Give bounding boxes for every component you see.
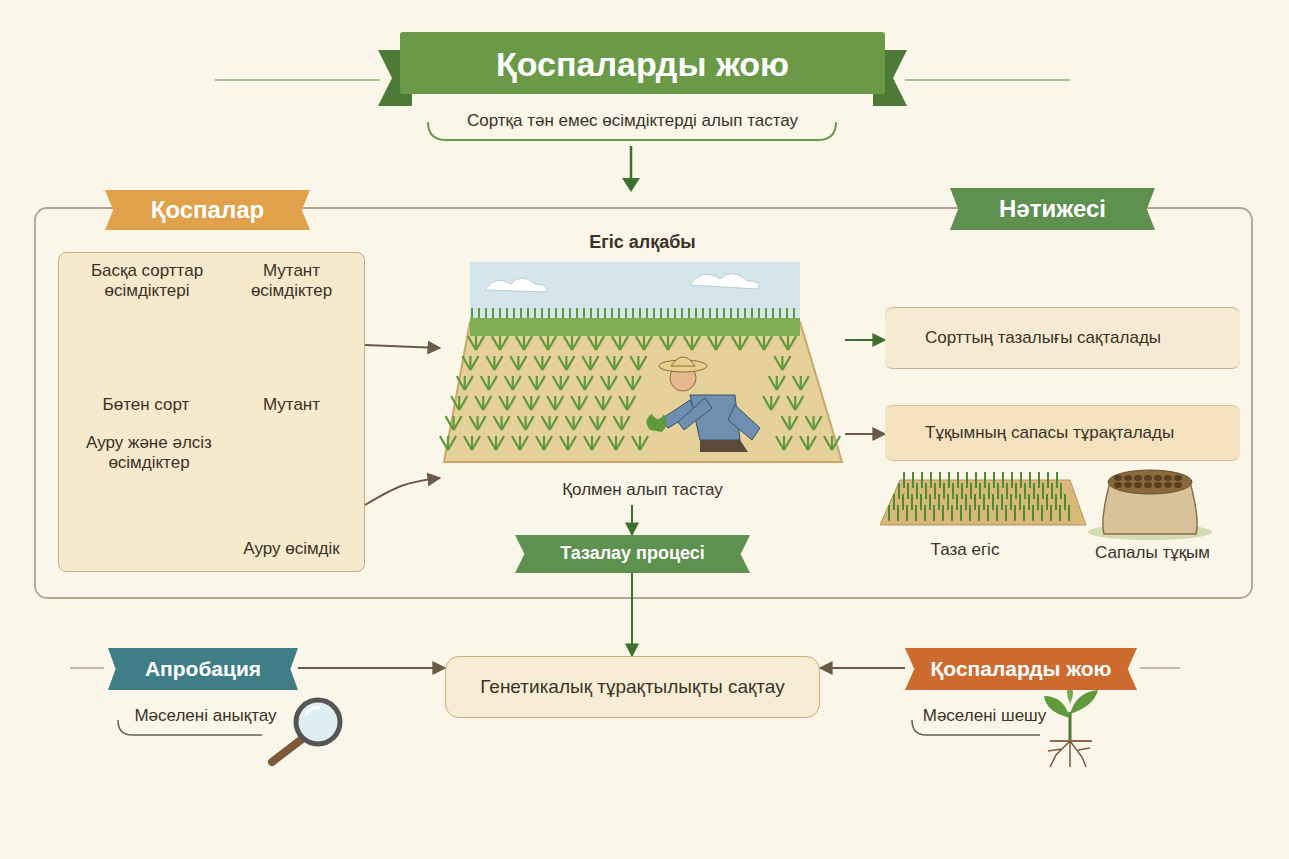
node-label: Апробация — [145, 656, 261, 681]
node-label: Тұқымның сапасы тұрақталады — [925, 423, 1174, 443]
caption-label: Мәселені анықтау — [118, 706, 293, 726]
approbation-banner: Апробация — [108, 648, 298, 690]
node-caption: Егіс алқабы — [440, 232, 845, 254]
node-caption: Басқа сорттар өсімдіктері — [77, 261, 217, 302]
arrow-head — [622, 178, 640, 192]
subtitle-box: Сортқа тән емес өсімдіктерді алып тастау — [430, 104, 835, 138]
crop-row-back — [470, 318, 800, 336]
process-banner: Тазалау процесі — [515, 535, 750, 573]
flow-arrow — [820, 667, 905, 669]
outer-panel — [35, 208, 1252, 598]
clean-crop-rows — [889, 472, 1069, 521]
clean-field — [880, 480, 1086, 525]
node-label: Нәтижесі — [999, 195, 1106, 224]
result-box: Сорттың тазалығы сақталады — [885, 307, 1240, 369]
flow-arrow — [365, 478, 440, 505]
flow-arrow — [845, 433, 885, 435]
title-text: Қоспаларды жою — [400, 34, 885, 94]
node-label: Тазалау процесі — [560, 543, 705, 565]
impurities-box: Басқа сорттар өсімдіктеріБөтен сорт Мутан… — [58, 252, 365, 572]
node-label: Генетикалық тұрақтылықты сақтау — [480, 676, 784, 699]
crop-rows — [440, 308, 840, 450]
removal-banner: Қоспаларды жою — [905, 648, 1137, 690]
rule-line — [905, 79, 1070, 81]
node-label: Қоспалар — [151, 196, 264, 225]
flow-arrow — [845, 339, 885, 341]
flow-arrow — [631, 505, 633, 535]
node-caption: Мутант — [239, 395, 344, 415]
rule-line — [1140, 667, 1180, 669]
result-box: Тұқымның сапасы тұрақталады — [885, 405, 1240, 461]
node-caption: Бөтен сорт — [81, 395, 211, 415]
node-caption: Ауру және әлсіз өсімдіктер — [69, 433, 229, 474]
node-caption: Қолмен алып тастау — [440, 480, 845, 500]
section-banner: Нәтижесі — [950, 188, 1155, 230]
rule-line — [215, 79, 380, 81]
flow-arrow — [298, 667, 445, 669]
node-label: Қоспаларды жою — [931, 656, 1112, 681]
field-ground — [444, 322, 842, 462]
down-arrow — [630, 146, 633, 182]
caption-label: Таза егіс — [900, 540, 1030, 560]
flow-arrow — [365, 345, 440, 348]
node-caption: Мутант өсімдіктер — [229, 261, 354, 302]
node-label: Сорттың тазалығы сақталады — [925, 328, 1161, 348]
node-caption: Ауру өсімдік — [229, 539, 354, 559]
rooted-plant-icon — [1044, 682, 1098, 767]
goal-box: Генетикалық тұрақтылықты сақтау — [445, 656, 820, 718]
caption-label: Мәселені шешу — [912, 706, 1057, 726]
title-ribbon — [400, 32, 885, 94]
rule-line — [70, 667, 104, 669]
farmer-figure — [646, 357, 760, 452]
cloud — [690, 273, 759, 289]
flow-arrow — [631, 573, 633, 656]
sky — [470, 262, 800, 324]
field-panel: Егіс алқабыҚолмен алып тастау — [440, 228, 845, 505]
caption-label: Сапалы тұқым — [1080, 543, 1225, 563]
seed-sack — [1088, 470, 1212, 540]
cloud — [485, 278, 547, 292]
magnifier-icon — [272, 700, 340, 762]
node-label: Сортқа тән емес өсімдіктерді алып тастау — [467, 111, 798, 131]
section-banner: Қоспалар — [105, 190, 310, 230]
